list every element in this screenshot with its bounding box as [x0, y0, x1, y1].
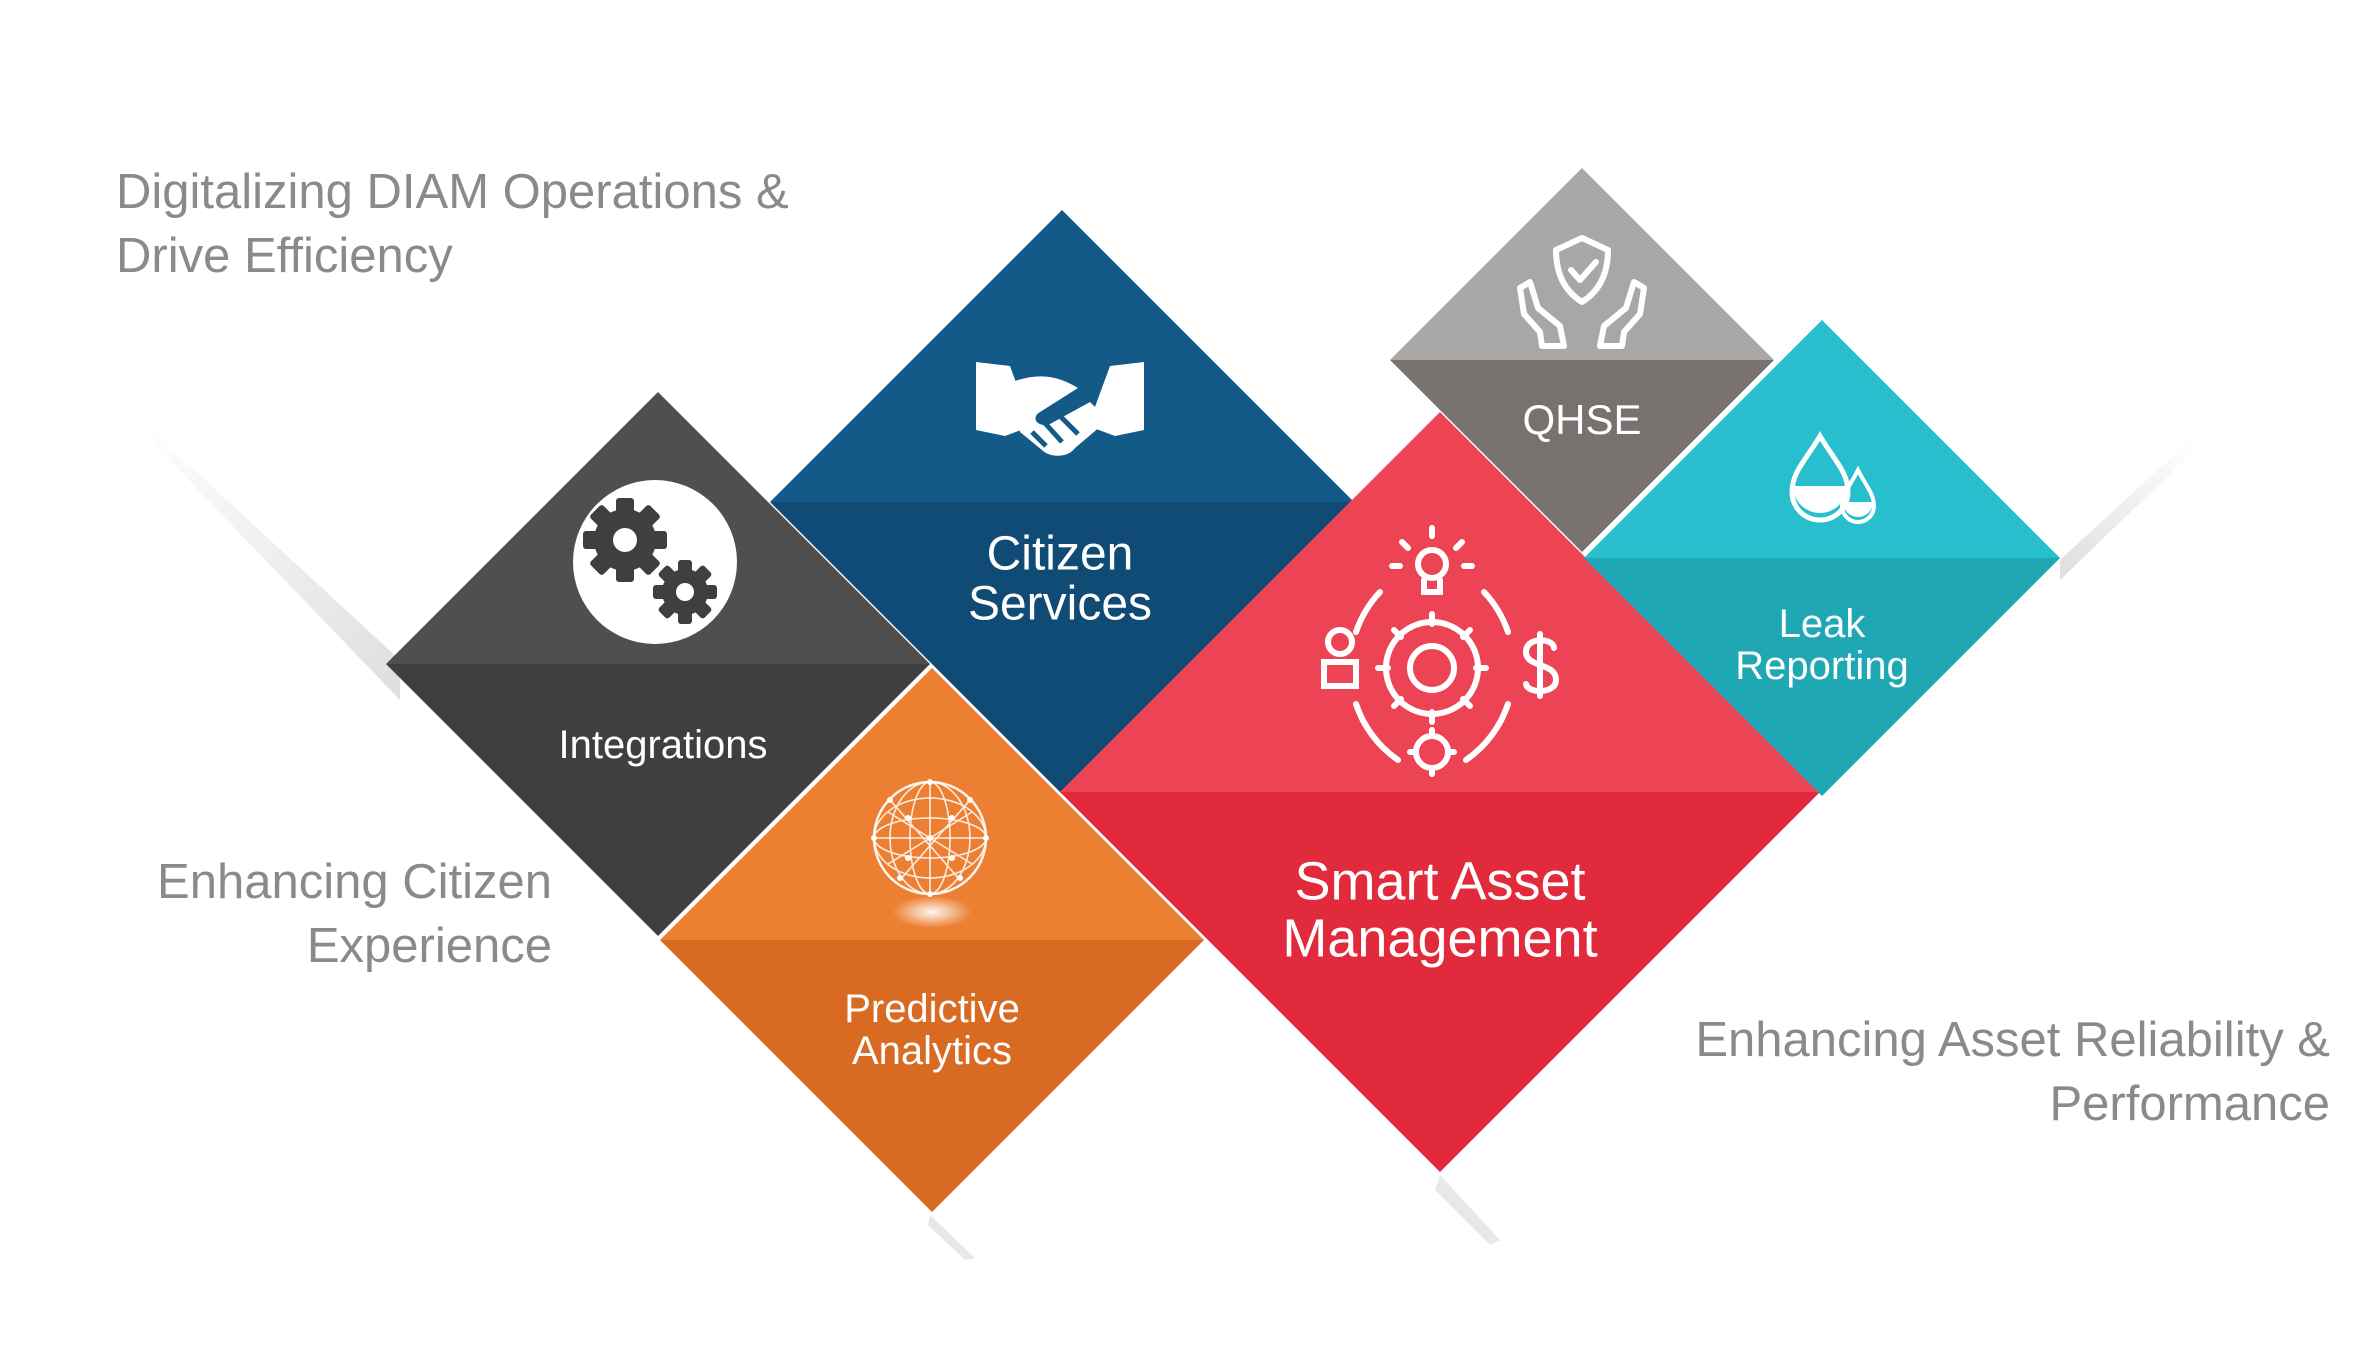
tile-bottom-half: [770, 502, 1354, 794]
label-line: Citizen: [986, 527, 1134, 581]
handshake-icon: [976, 362, 1144, 456]
label-line: Services: [967, 578, 1153, 631]
tile-bottom-half: [1584, 558, 2060, 796]
citizen-services-label: Citizen Services: [967, 527, 1153, 631]
label-line: Management: [1282, 908, 1598, 968]
left-shadow-wedge: [140, 420, 400, 700]
caption-line: Performance: [2049, 1077, 2330, 1131]
bottom-shadow-wedge: [1435, 1175, 1500, 1245]
label-line: Analytics: [851, 1029, 1013, 1073]
tile-top-half: [1060, 412, 1820, 792]
tile-bottom-half: [386, 664, 930, 936]
right-shadow-wedge: [2060, 440, 2195, 580]
gears-icon: [573, 480, 737, 644]
label-line: Reporting: [1735, 644, 1909, 688]
caption-digitalizing-operations: Digitalizing DIAM Operations & Drive Eff…: [116, 160, 789, 288]
tile-top-half: [1390, 168, 1774, 360]
water-drops-icon: [1789, 431, 1877, 524]
predictive-analytics-label: Predictive Analytics: [844, 988, 1020, 1072]
tile-smart-asset-management[interactable]: [1060, 412, 1820, 1172]
caption-line: Enhancing Citizen: [157, 855, 552, 909]
tile-top-half: [770, 210, 1354, 502]
tile-bottom-half: [660, 940, 1204, 1212]
label-line: Smart Asset: [1294, 851, 1586, 912]
tile-citizen-services[interactable]: [770, 210, 1354, 794]
leak-reporting-label: Leak Reporting: [1735, 603, 1908, 687]
caption-line: Enhancing Asset Reliability &: [1695, 1013, 2330, 1067]
tile-bottom-half: [1390, 360, 1774, 552]
integrations-label: Integrations: [558, 723, 768, 767]
tile-top-half: [660, 668, 1204, 940]
tile-qhse[interactable]: [1390, 168, 1774, 552]
tile-bottom-half: [1060, 792, 1820, 1172]
caption-line: Digitalizing DIAM Operations &: [116, 165, 789, 219]
smart-asset-management-label: Smart Asset Management: [1282, 853, 1597, 966]
tile-predictive-analytics[interactable]: [660, 668, 1204, 1212]
network-globe-icon: [871, 779, 989, 928]
caption-line: Drive Efficiency: [116, 229, 453, 283]
label-line: Predictive: [844, 987, 1020, 1031]
caption-line: Experience: [306, 919, 552, 973]
asset-cycle-icon: [1321, 525, 1560, 777]
qhse-label: QHSE: [1522, 395, 1642, 443]
bottom-shadow-wedge-2: [928, 1215, 975, 1260]
shield-hands-icon: [1517, 235, 1647, 349]
caption-citizen-experience: Enhancing Citizen Experience: [112, 850, 552, 978]
caption-asset-reliability: Enhancing Asset Reliability & Performanc…: [1620, 1008, 2330, 1136]
label-line: Leak: [1778, 602, 1866, 646]
